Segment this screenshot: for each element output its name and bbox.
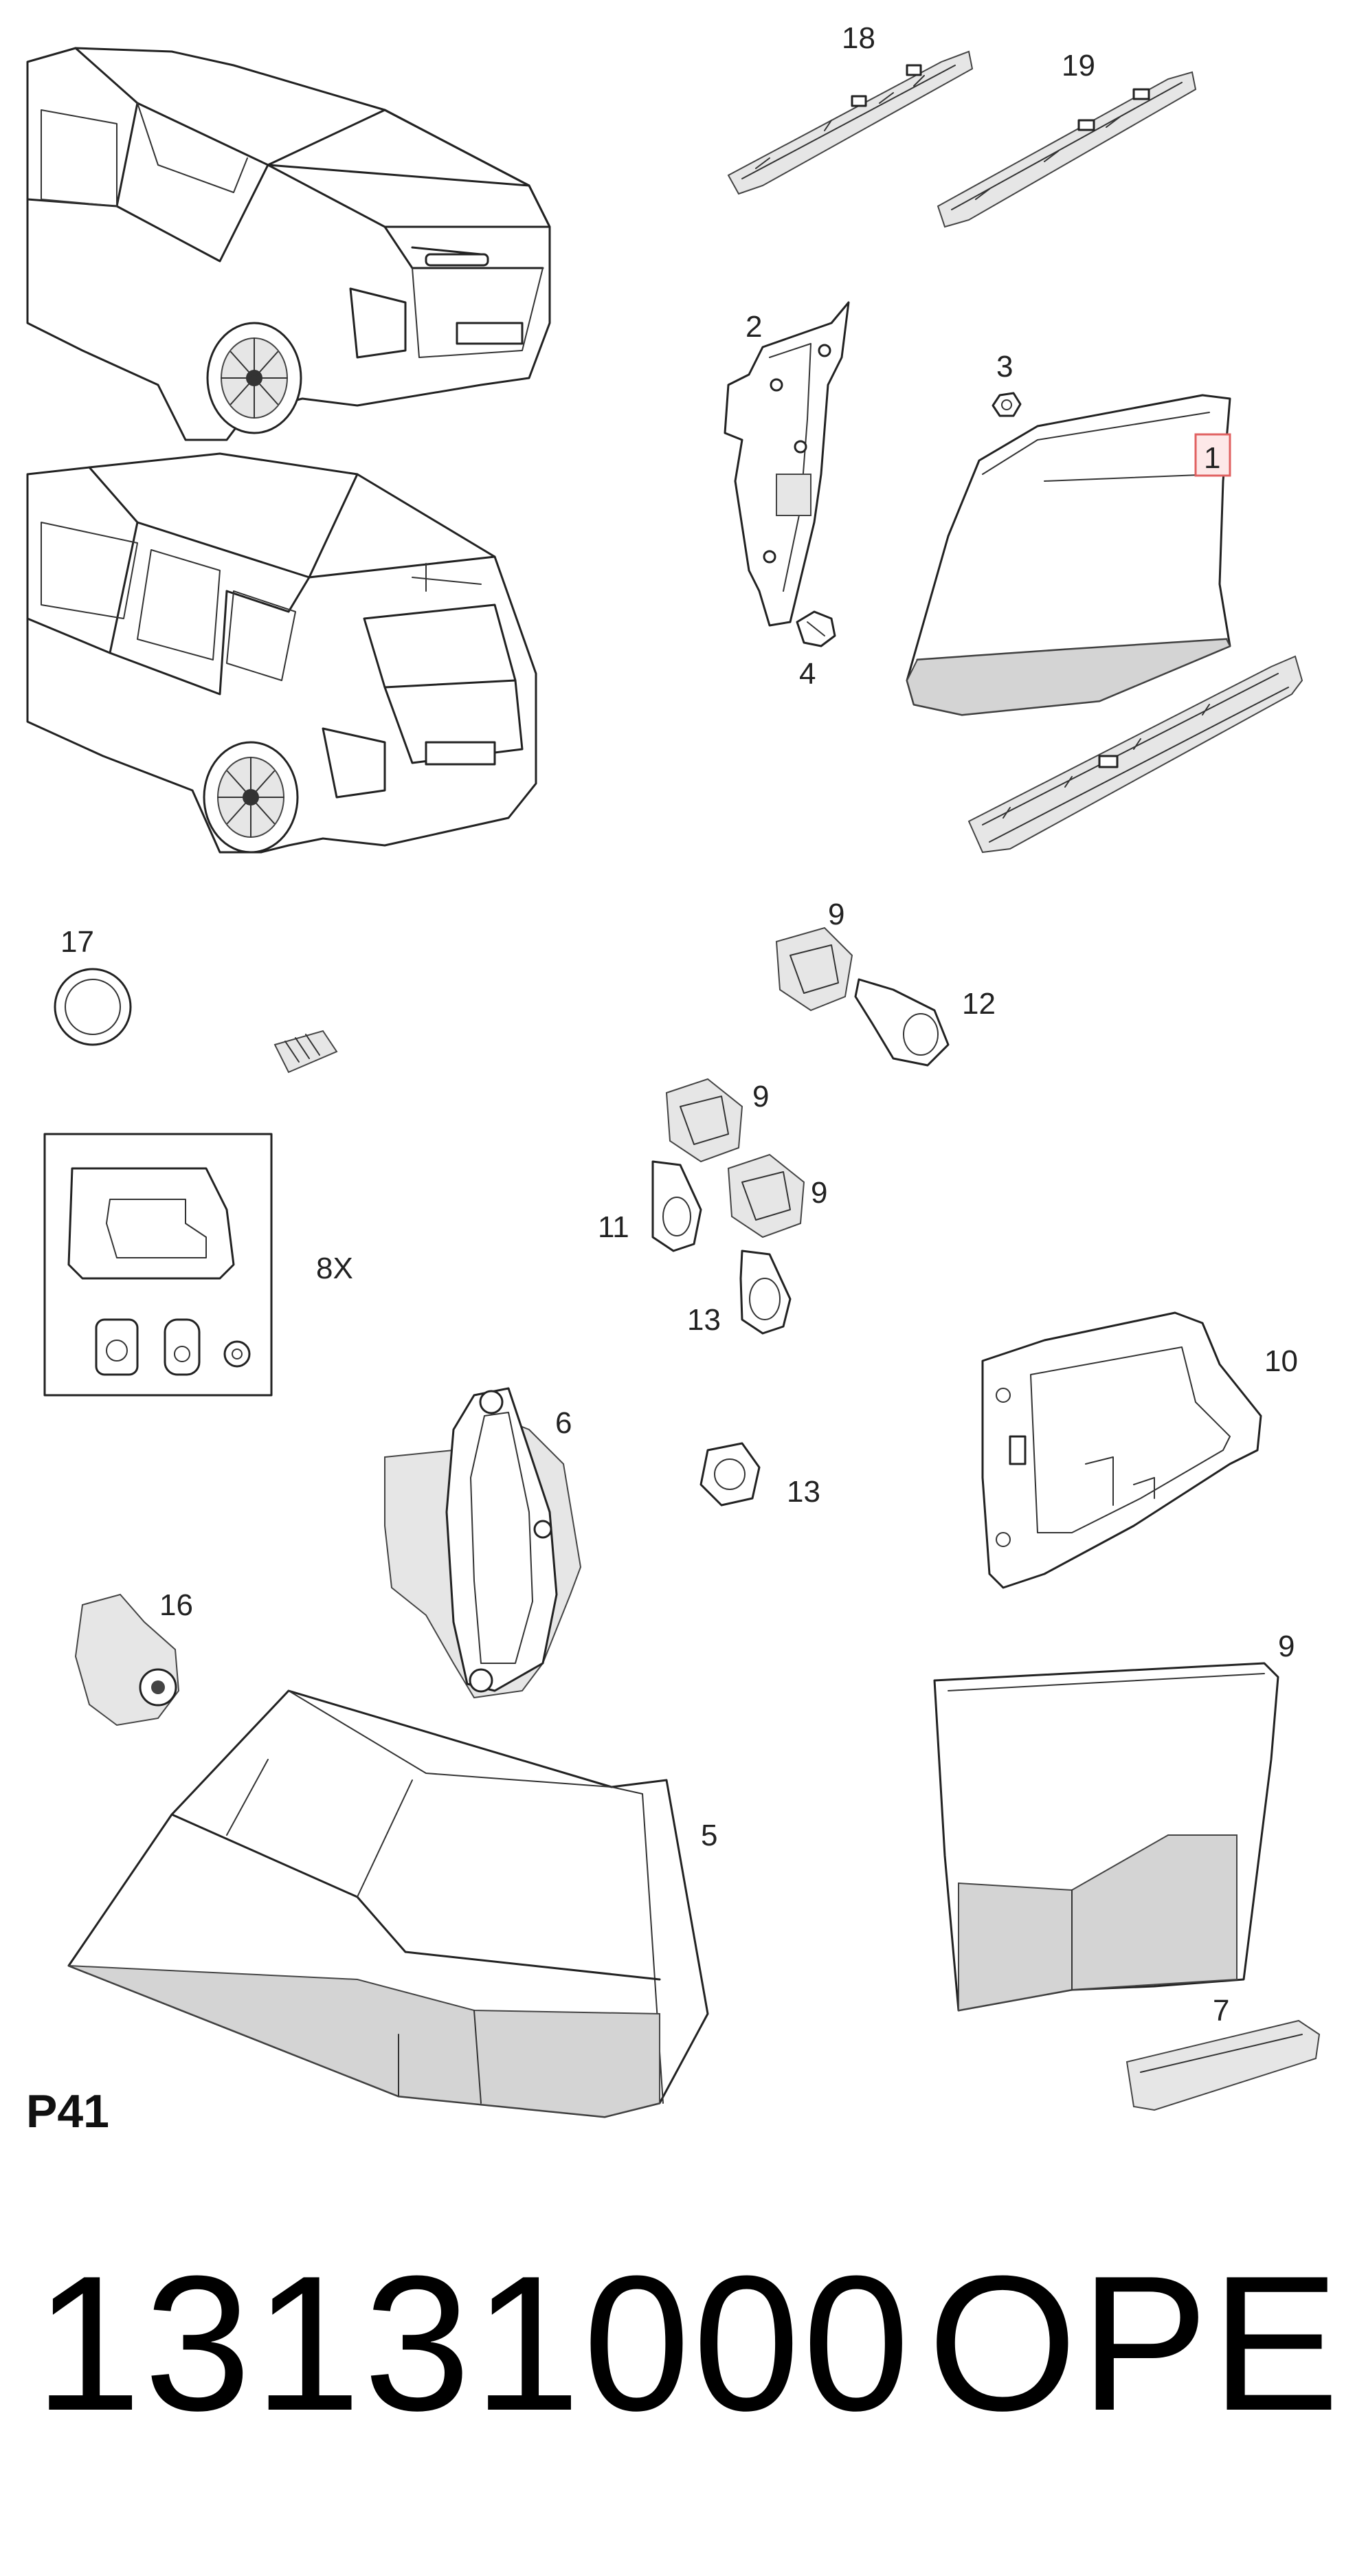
callout-16[interactable]: 17 bbox=[60, 925, 94, 959]
callout-9b[interactable]: 9 bbox=[752, 1080, 769, 1113]
part-7-reflector[interactable] bbox=[1126, 2019, 1321, 2111]
part-9-socket-b[interactable] bbox=[665, 1078, 743, 1163]
part-2-bulb-holder-bracket[interactable] bbox=[724, 301, 850, 627]
part-number: 13131000 bbox=[34, 2236, 912, 2451]
part-12-bulb[interactable] bbox=[651, 1160, 702, 1252]
part-13-bulb-a[interactable] bbox=[854, 978, 950, 1067]
diagram-code: P41 bbox=[26, 2085, 109, 2138]
part-18-strip-light[interactable] bbox=[937, 71, 1197, 228]
part-11-gasket[interactable] bbox=[981, 1311, 1262, 1589]
callout-9c[interactable]: 9 bbox=[811, 1176, 827, 1210]
callout-5[interactable]: 5 bbox=[701, 1819, 717, 1852]
part-3-nut[interactable] bbox=[992, 392, 1022, 417]
part-15-mounting-bracket[interactable] bbox=[74, 1593, 180, 1726]
part-4-small-bulb[interactable] bbox=[796, 610, 836, 647]
callout-13b[interactable]: 13 bbox=[687, 1303, 721, 1337]
callout-1-highlight bbox=[1194, 433, 1231, 477]
callout-11[interactable]: 10 bbox=[1264, 1344, 1298, 1378]
part-13-bulb-b[interactable] bbox=[739, 1250, 792, 1335]
part-16-grommet[interactable] bbox=[54, 968, 132, 1046]
part-9-socket-a[interactable] bbox=[775, 926, 853, 1012]
part-8x-gasket-kit[interactable] bbox=[43, 1133, 273, 1397]
callout-15[interactable]: 16 bbox=[159, 1588, 193, 1622]
brand-name: OPEL bbox=[928, 2236, 1355, 2451]
callout-2[interactable]: 2 bbox=[746, 310, 762, 344]
callout-12[interactable]: 11 bbox=[598, 1210, 629, 1244]
part-19-third-brake-light[interactable] bbox=[967, 655, 1303, 854]
callout-14[interactable]: 13 bbox=[787, 1475, 820, 1509]
callout-8x[interactable]: 8X bbox=[316, 1252, 353, 1285]
callout-4[interactable]: 4 bbox=[799, 657, 816, 691]
part-10-inner-tail-lamp[interactable] bbox=[933, 1662, 1279, 2012]
callout-18[interactable]: 19 bbox=[1062, 49, 1095, 82]
part-17-strip-light[interactable] bbox=[727, 50, 974, 195]
callout-10[interactable]: 9 bbox=[1278, 1630, 1295, 1663]
callout-13a[interactable]: 12 bbox=[962, 987, 996, 1021]
sedan-car-illustration bbox=[26, 47, 551, 441]
callout-7[interactable]: 7 bbox=[1213, 1994, 1229, 2028]
callout-17[interactable]: 18 bbox=[842, 21, 875, 55]
part-14-nut[interactable] bbox=[699, 1442, 761, 1507]
wagon-car-illustration bbox=[26, 452, 537, 854]
callout-9a[interactable]: 9 bbox=[828, 898, 844, 931]
callout-6[interactable]: 6 bbox=[555, 1406, 572, 1440]
screw-fastener bbox=[273, 1030, 338, 1074]
callout-1[interactable]: 1 bbox=[1204, 441, 1220, 475]
part-1-tail-lamp[interactable] bbox=[906, 394, 1231, 716]
part-6-bulb-carrier[interactable] bbox=[384, 1387, 582, 1699]
part-5-outer-tail-lamp[interactable] bbox=[67, 1689, 709, 2118]
part-9-socket-c[interactable] bbox=[727, 1153, 805, 1239]
callout-3[interactable]: 3 bbox=[996, 350, 1013, 384]
